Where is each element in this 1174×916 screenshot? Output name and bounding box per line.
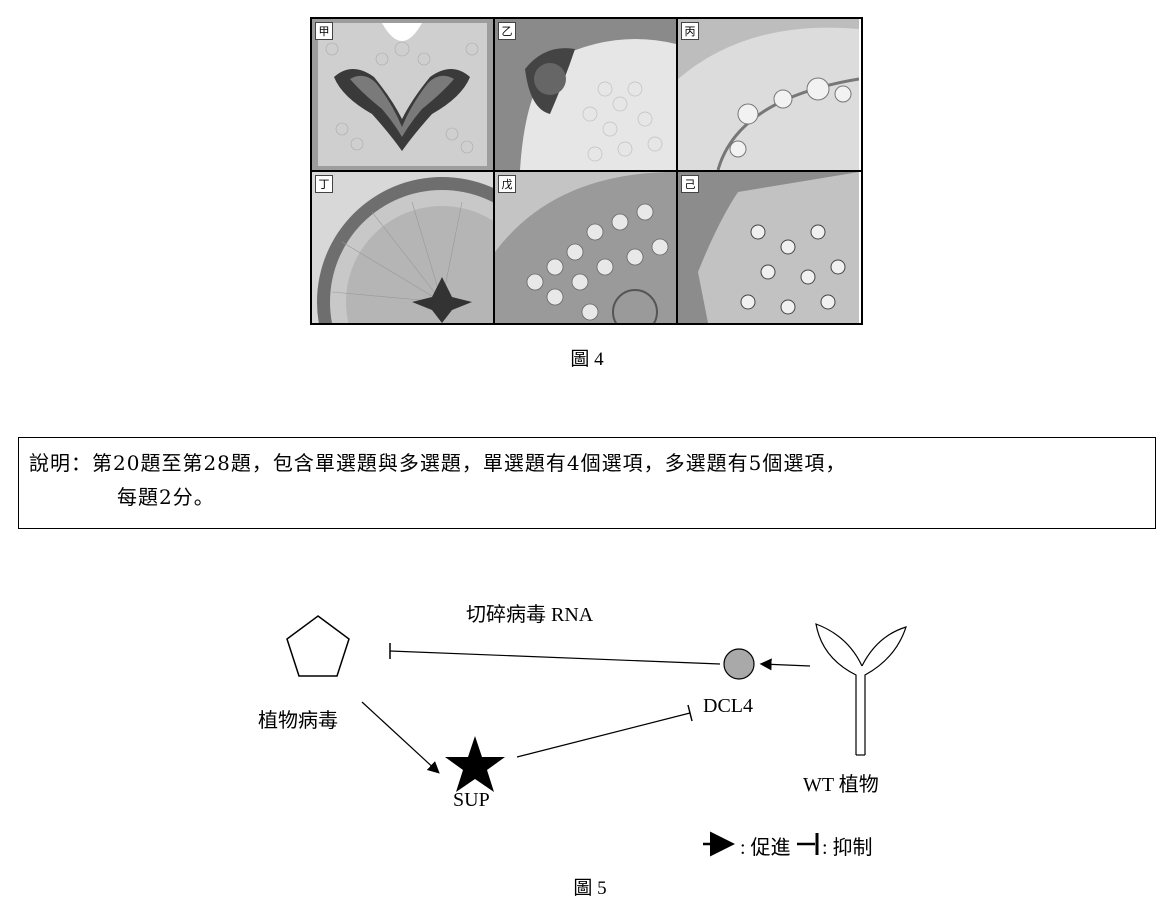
panel-label: 丁 xyxy=(315,175,333,193)
instructions-line-2: 每題2分。 xyxy=(117,485,215,509)
panel-label: 己 xyxy=(681,175,699,193)
panel-label: 丙 xyxy=(681,22,699,40)
micrograph-panel-ding: 丁 xyxy=(312,172,493,323)
figure5-caption: 圖 5 xyxy=(573,878,607,899)
wt-plant-label: WT 植物 xyxy=(803,774,879,796)
micrograph-panel-bing: 丙 xyxy=(678,19,859,170)
micrograph-panel-yi: 乙 xyxy=(495,19,676,170)
dcl4-label: DCL4 xyxy=(703,695,753,717)
grid-divider xyxy=(312,170,861,172)
sup-label: SUP xyxy=(453,789,490,811)
micrograph-panel-ji: 己 xyxy=(678,172,859,323)
figure4-caption: 圖 4 xyxy=(570,349,604,370)
promote-arrow-wt-dcl4 xyxy=(759,658,811,671)
virus-label: 植物病毒 xyxy=(258,710,338,732)
wt-plant-icon xyxy=(815,623,907,756)
figure5-diagram: 切碎病毒 RNA 植物病毒 DCL4 WT 植物 SUP : 促進 : 抑制 圖… xyxy=(0,580,1174,916)
star-icon xyxy=(445,736,505,792)
legend-inhibit-label: : 抑制 xyxy=(822,837,873,859)
inhibit-line-sup-dcl4 xyxy=(516,712,691,758)
panel-label: 甲 xyxy=(315,22,333,40)
inhibit-bar-dcl4 xyxy=(687,704,693,722)
panel-label: 戊 xyxy=(498,175,516,193)
pentagon-icon xyxy=(286,615,350,677)
instructions-box: 說明：第20題至第28題，包含單選題與多選題，單選題有4個選項，多選題有5個選項… xyxy=(18,437,1156,529)
panel-label: 乙 xyxy=(498,22,516,40)
legend-promote-label: : 促進 xyxy=(740,837,791,859)
instructions-line-1: 說明：第20題至第28題，包含單選題與多選題，單選題有4個選項，多選題有5個選項… xyxy=(29,451,847,475)
micrograph-panel-jia: 甲 xyxy=(312,19,493,170)
promote-arrow-virus-sup xyxy=(361,701,440,774)
dcl4-circle-icon xyxy=(723,648,755,680)
inhibit-line-dcl4-virus xyxy=(389,650,721,665)
micrograph-panel-wu: 戊 xyxy=(495,172,676,323)
micrograph-grid: 甲 乙 丙 xyxy=(310,17,863,325)
cut-rna-label: 切碎病毒 RNA xyxy=(466,604,594,626)
